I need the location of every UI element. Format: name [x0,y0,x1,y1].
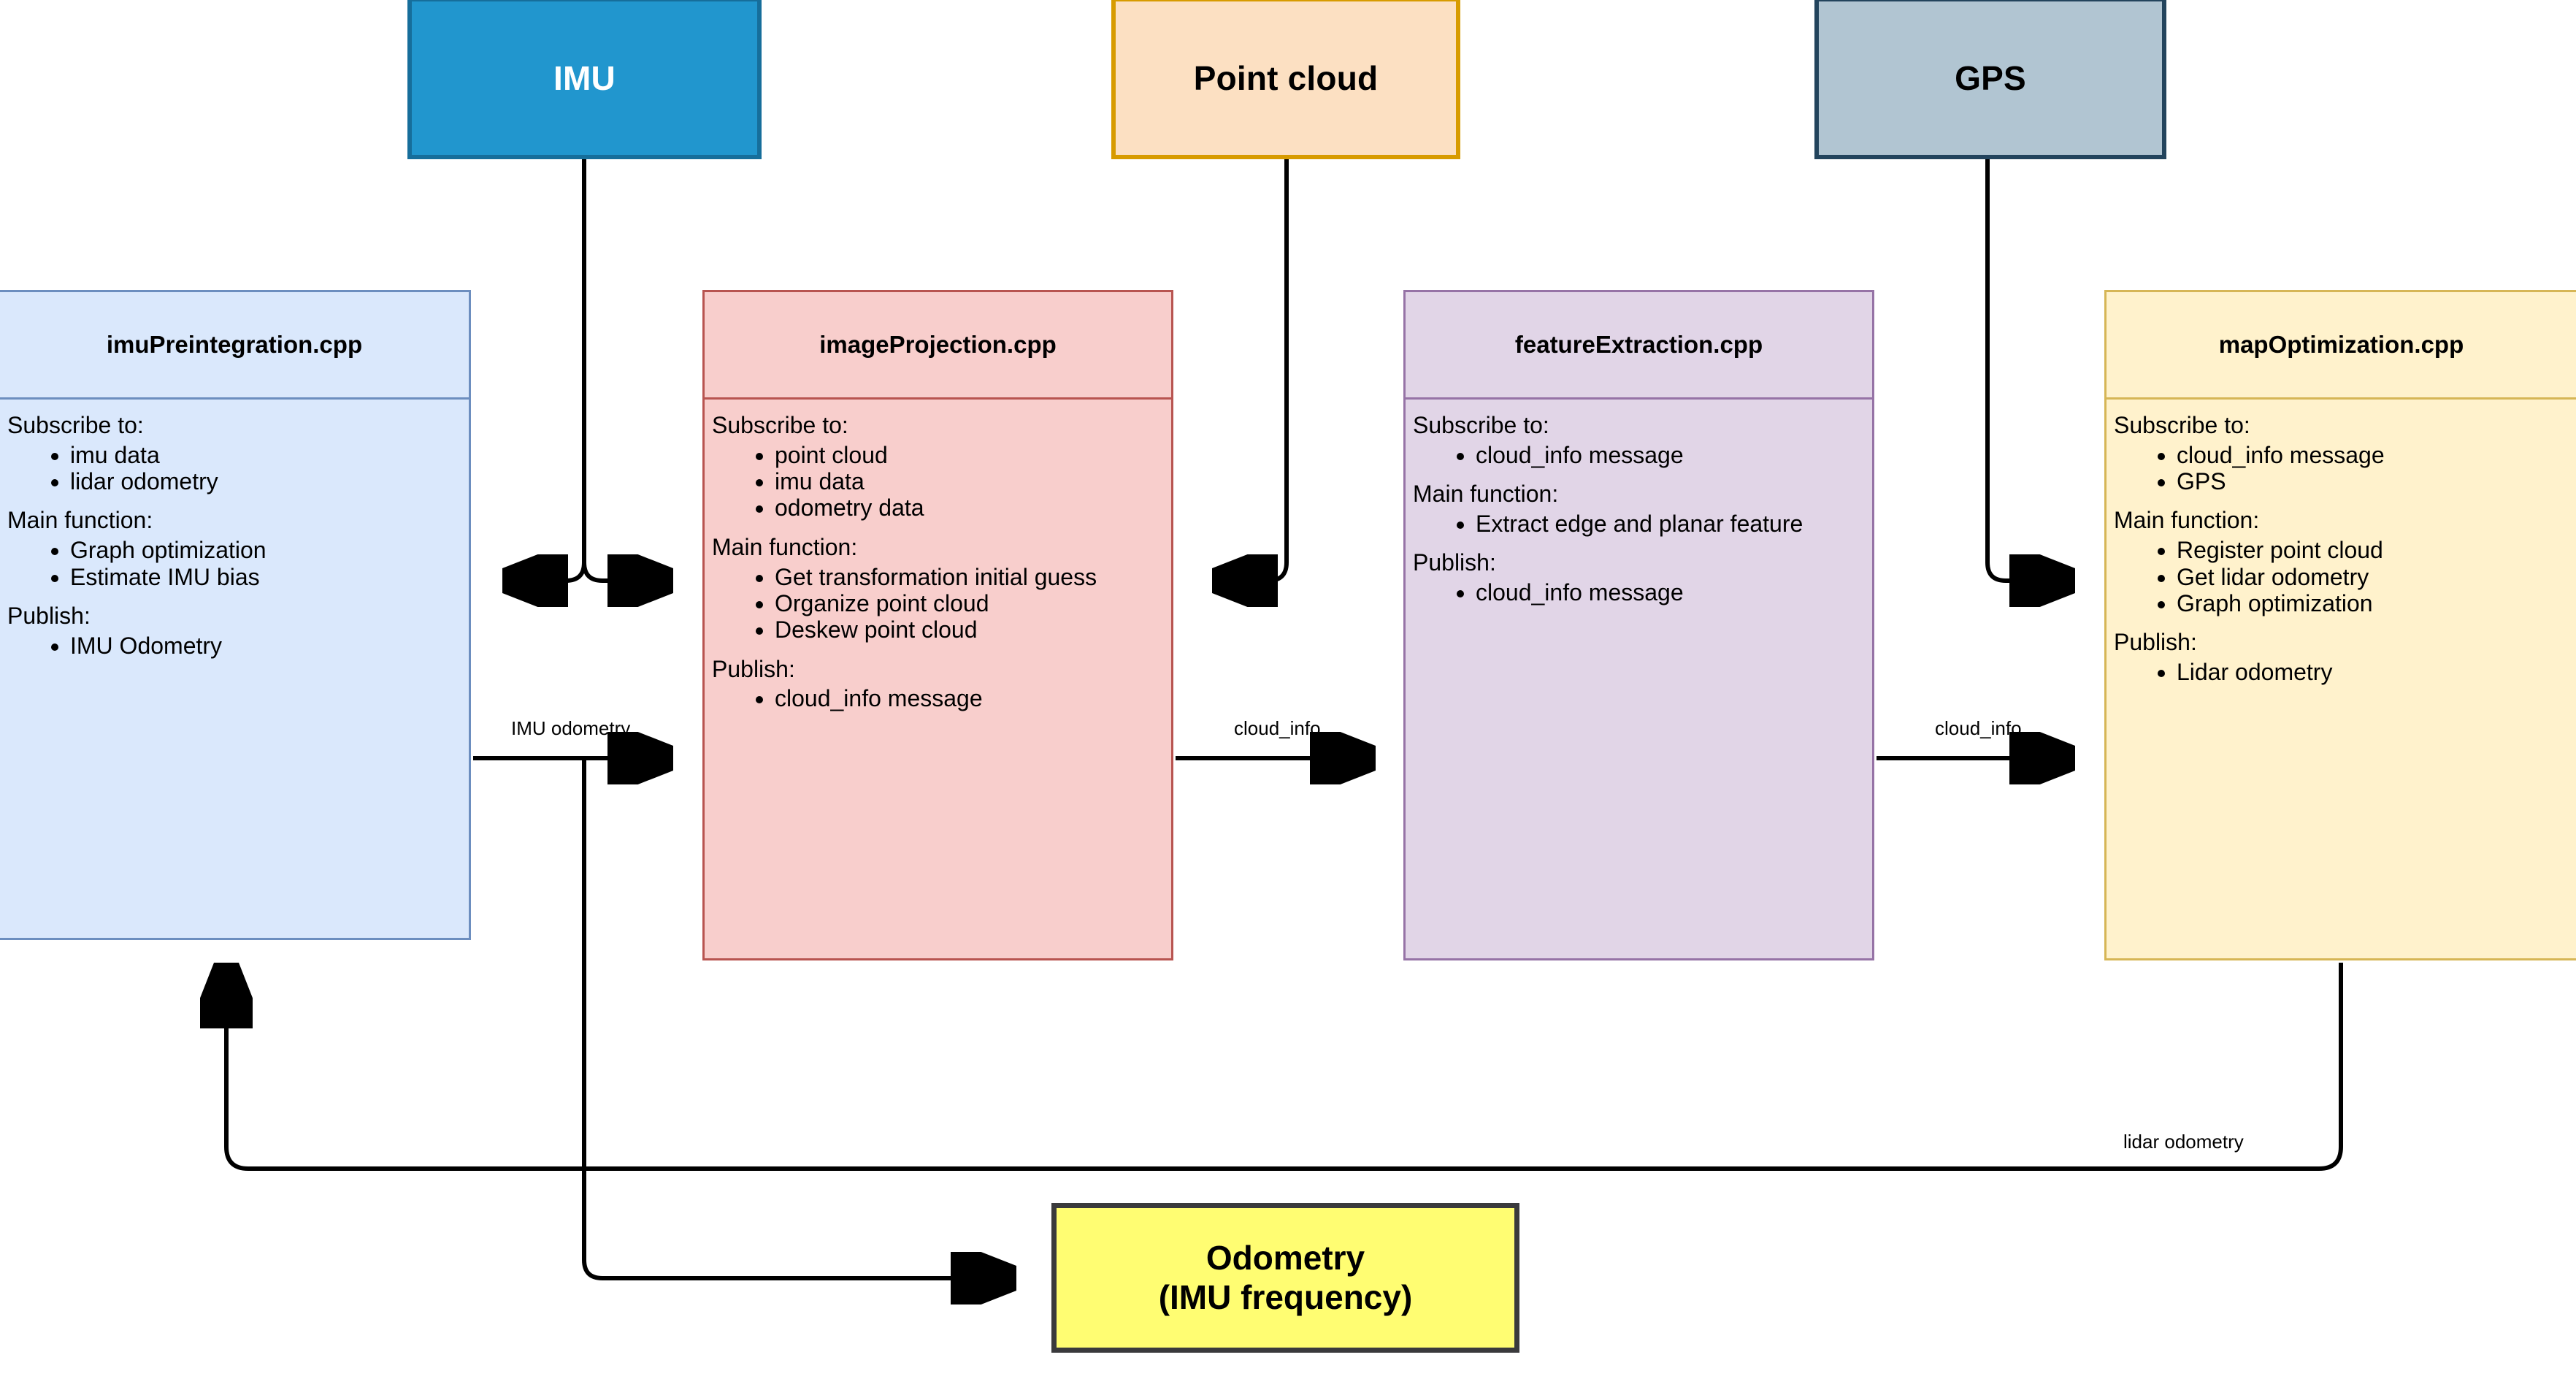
source-node-point-cloud[interactable]: Point cloud [1111,0,1460,159]
module-map-optimization-body: Subscribe to: cloud_info message GPS Mai… [2107,400,2576,958]
section-heading: Main function: [1413,481,1559,508]
module-map-optimization-title: mapOptimization.cpp [2107,292,2576,400]
output-node-odometry[interactable]: Odometry (IMU frequency) [1051,1203,1519,1353]
list-item: cloud_info message [1476,579,1862,606]
module-imu-preintegration[interactable]: imuPreintegration.cpp Subscribe to: imu … [0,290,471,940]
edge-label-cloud-info-1: cloud_info [1234,717,1321,739]
list-item: Extract edge and planar feature [1476,511,1862,537]
section-heading: Main function: [7,507,153,534]
module-imu-preintegration-title: imuPreintegration.cpp [0,292,469,400]
list-item: cloud_info message [2177,442,2566,468]
edge-imu-to-imageprojection [582,562,664,581]
list-item: Graph optimization [70,537,459,563]
section-heading: Subscribe to: [7,412,144,438]
source-node-point-cloud-label: Point cloud [1193,59,1379,97]
section-heading: Subscribe to: [1413,412,1549,438]
section-item-list: Register point cloud Get lidar odometry … [2107,537,2576,616]
source-node-imu-label: IMU [553,59,616,97]
section-heading: Subscribe to: [2114,412,2250,438]
section-item-list: IMU Odometry [0,633,469,659]
edge-label-lidar-odometry: lidar odometry [2123,1131,2244,1153]
list-item: imu data [70,442,459,468]
edge-label-imu-odometry: IMU odometry [511,717,631,739]
list-item: Register point cloud [2177,537,2566,563]
section-item-list: Graph optimization Estimate IMU bias [0,537,469,590]
list-item: Estimate IMU bias [70,564,459,590]
section-item-list: imu data lidar odometry [0,442,469,495]
section-item-list: cloud_info message [1406,579,1872,606]
module-map-optimization[interactable]: mapOptimization.cpp Subscribe to: cloud_… [2104,290,2576,960]
list-item: GPS [2177,468,2566,494]
section-heading: Main function: [712,533,858,560]
edge-lidarodometry-to-imupreintegration [226,963,2343,1171]
edge-pointcloud-to-imageprojection [1221,159,1289,581]
section-heading: Subscribe to: [712,412,848,438]
list-item: Get transformation initial guess [775,564,1161,590]
list-item: cloud_info message [775,685,1161,711]
section-item-list: cloud_info message [1406,442,1872,468]
output-node-odometry-line1: Odometry [1205,1239,1365,1277]
section-item-list: Lidar odometry [2107,659,2576,685]
list-item: Deskew point cloud [775,616,1161,643]
list-item: IMU Odometry [70,633,459,659]
edge-label-cloud-info-2: cloud_info [1935,717,2022,739]
section-item-list: cloud_info message [705,685,1171,711]
source-node-imu[interactable]: IMU [407,0,762,159]
list-item: Organize point cloud [775,590,1161,616]
section-heading: Main function: [2114,507,2260,534]
section-item-list: Extract edge and planar feature [1406,511,1872,537]
module-image-projection[interactable]: imageProjection.cpp Subscribe to: point … [702,290,1173,960]
section-heading: Publish: [7,602,91,629]
module-feature-extraction-body: Subscribe to: cloud_info message Main fu… [1406,400,1872,958]
list-item: cloud_info message [1476,442,1862,468]
list-item: Lidar odometry [2177,659,2566,685]
section-heading: Publish: [2114,629,2197,656]
module-feature-extraction[interactable]: featureExtraction.cpp Subscribe to: clou… [1403,290,1874,960]
edge-gps-to-mapoptimization [1985,159,2066,581]
section-item-list: Get transformation initial guess Organiz… [705,564,1171,643]
list-item: Graph optimization [2177,590,2566,616]
list-item: imu data [775,468,1161,494]
section-item-list: cloud_info message GPS [2107,442,2576,495]
output-node-odometry-line2: (IMU frequency) [1158,1277,1413,1316]
list-item: Get lidar odometry [2177,564,2566,590]
section-item-list: point cloud imu data odometry data [705,442,1171,522]
list-item: odometry data [775,494,1161,521]
module-imu-preintegration-body: Subscribe to: imu data lidar odometry Ma… [0,400,469,938]
edge-imu-split-trunk [511,159,586,581]
source-node-gps-label: GPS [1955,59,2026,97]
module-image-projection-body: Subscribe to: point cloud imu data odome… [705,400,1171,958]
list-item: lidar odometry [70,468,459,494]
list-item: point cloud [775,442,1161,468]
module-feature-extraction-title: featureExtraction.cpp [1406,292,1872,400]
section-heading: Publish: [1413,549,1496,576]
source-node-gps[interactable]: GPS [1814,0,2166,159]
module-image-projection-title: imageProjection.cpp [705,292,1171,400]
section-heading: Publish: [712,655,795,682]
